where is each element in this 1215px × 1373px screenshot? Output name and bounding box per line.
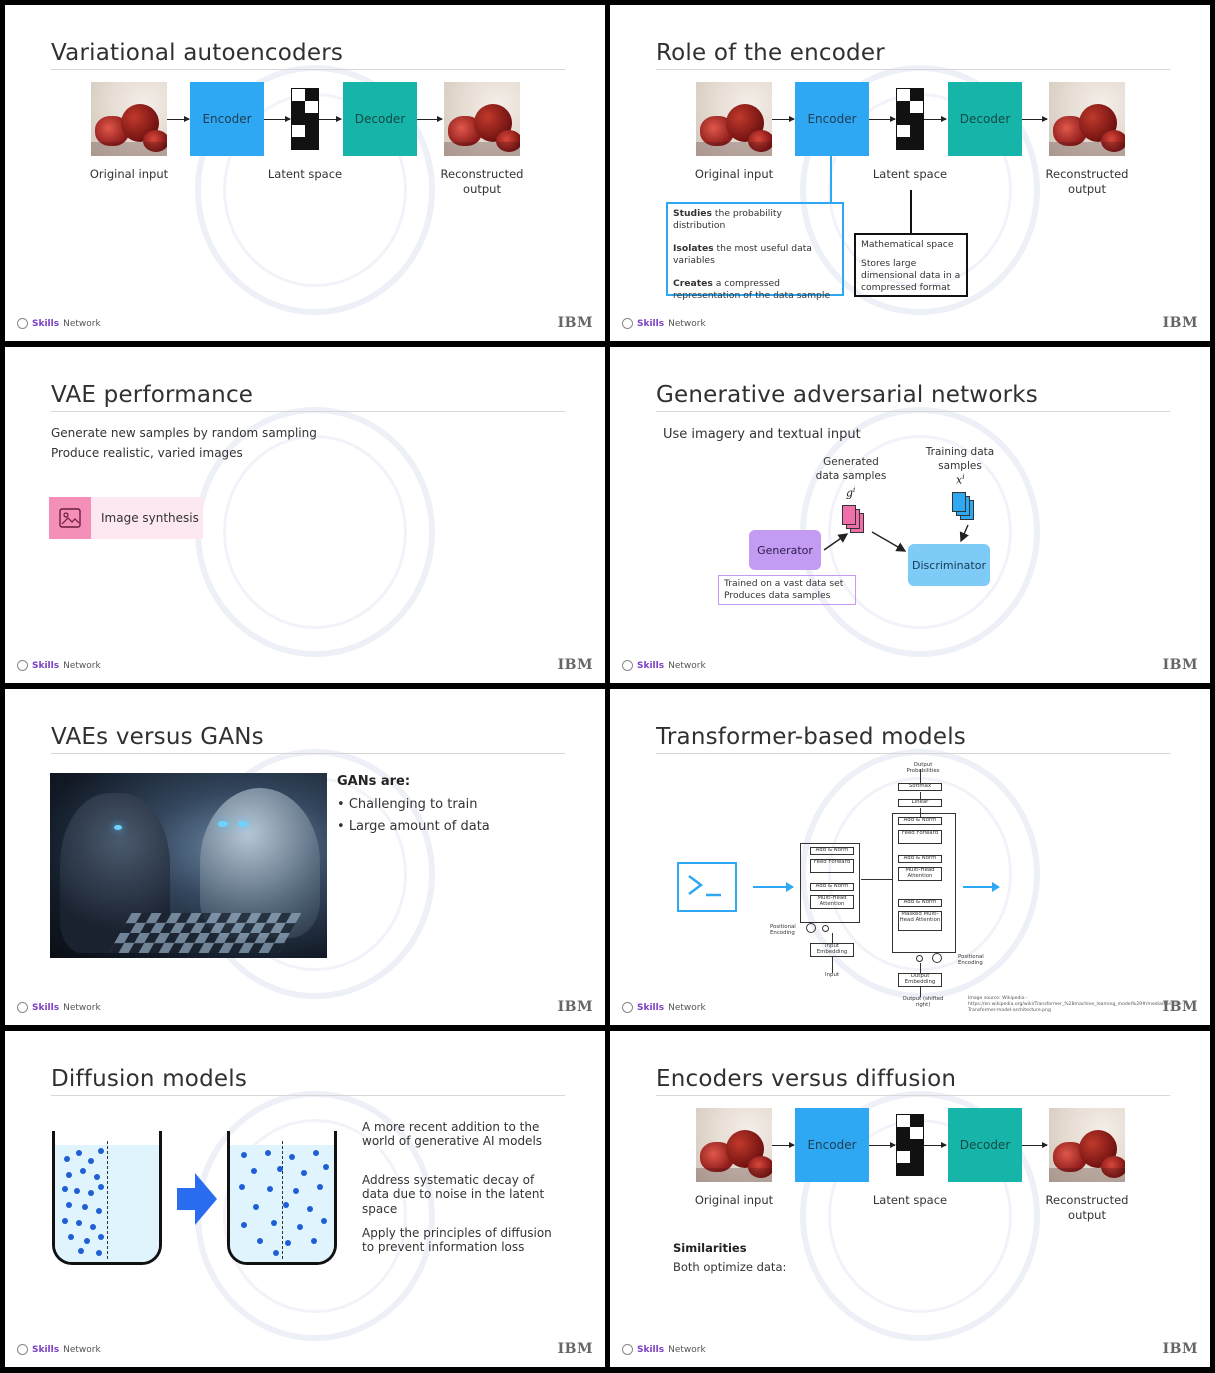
- reconstructed-output-image: [1049, 1108, 1125, 1182]
- slide-role-of-encoder[interactable]: Role of the encoder Encoder Decoder Orig…: [610, 5, 1210, 341]
- encoder-block: Encoder: [190, 82, 264, 156]
- skills-network-icon: [17, 1002, 28, 1013]
- bullet: Generate new samples by random sampling: [51, 426, 317, 440]
- ibm-logo: IBM: [1162, 999, 1198, 1015]
- transformer-architecture: Output Probabilities Softmax Linear Add …: [770, 762, 984, 1008]
- image-icon: [49, 497, 91, 539]
- reconstructed-output-label: Reconstructed output: [1045, 1193, 1129, 1222]
- gans-bullet: • Large amount of data: [337, 819, 490, 834]
- latent-space-grid: [896, 1114, 924, 1176]
- ibm-logo: IBM: [1162, 1341, 1198, 1357]
- encoder-connector: [830, 156, 832, 202]
- image-synthesis-label: Image synthesis: [101, 511, 199, 525]
- skills-network-icon: [17, 1344, 28, 1355]
- robots-chess-image: [50, 773, 327, 958]
- skills-network-icon: [622, 318, 633, 329]
- similarities-heading: Similarities: [673, 1241, 747, 1255]
- slide-title: Variational autoencoders: [51, 40, 344, 66]
- reconstructed-output-image: [1049, 82, 1125, 156]
- generated-samples-label: Generated data samples: [815, 456, 887, 482]
- diffusion-point: A more recent addition to the world of g…: [362, 1120, 543, 1149]
- slide-gan[interactable]: Generative adversarial networks Use imag…: [610, 347, 1210, 683]
- skills-network-icon: [622, 1002, 633, 1013]
- output-arrow: [963, 886, 993, 888]
- ibm-logo: IBM: [557, 657, 593, 673]
- generator-note: Trained on a vast data set Produces data…: [718, 575, 856, 605]
- original-input-image: [696, 82, 772, 156]
- latent-space-grid: [896, 88, 924, 150]
- discriminator-block: Discriminator: [908, 544, 990, 586]
- skills-network-icon: [622, 1344, 633, 1355]
- arrow: [319, 116, 342, 122]
- reconstructed-output-label: Reconstructed output: [1045, 167, 1129, 196]
- diffusion-arrow-icon: [177, 1173, 217, 1229]
- image-source-note: Image source: Wikipedia -https://en.wiki…: [968, 996, 1183, 1013]
- arrow: [417, 116, 443, 122]
- slide-transformer-models[interactable]: Transformer-based models Output Probabil…: [610, 689, 1210, 1025]
- slide-title: Encoders versus diffusion: [656, 1066, 957, 1092]
- latent-space-label: Latent space: [267, 167, 343, 181]
- input-arrow: [753, 886, 787, 888]
- latent-space-label: Latent space: [872, 167, 948, 181]
- gans-heading: GANs are:: [337, 774, 411, 789]
- slide-title: VAE performance: [51, 382, 254, 408]
- bullet: Produce realistic, varied images: [51, 446, 243, 460]
- latent-space-box: Mathematical space Stores large dimensio…: [854, 233, 968, 297]
- decoder-block: Decoder: [948, 1108, 1022, 1182]
- g-label: gi: [846, 486, 856, 500]
- slide-diffusion-models[interactable]: Diffusion models: [5, 1031, 605, 1367]
- title-rule: [51, 69, 565, 70]
- original-input-label: Original input: [694, 1193, 774, 1207]
- encoder-block: Encoder: [795, 1108, 869, 1182]
- beaker-after: [227, 1131, 337, 1265]
- skills-network-icon: [17, 318, 28, 329]
- slide-title: Role of the encoder: [656, 40, 885, 66]
- encoder-block: Encoder: [795, 82, 869, 156]
- slide-subtitle: Use imagery and textual input: [663, 427, 861, 442]
- slide-vaes-vs-gans[interactable]: VAEs versus GANs GANs are: • Challenging…: [5, 689, 605, 1025]
- slide-vae-performance[interactable]: VAE performance Generate new samples by …: [5, 347, 605, 683]
- original-input-label: Original input: [89, 167, 169, 181]
- ibm-logo: IBM: [557, 999, 593, 1015]
- slide-encoders-vs-diffusion[interactable]: Encoders versus diffusion Encoder Decode…: [610, 1031, 1210, 1367]
- gan-flow-arrows: [823, 524, 969, 552]
- ibm-logo: IBM: [557, 315, 593, 331]
- original-input-label: Original input: [694, 167, 774, 181]
- beaker-before: [52, 1131, 162, 1265]
- reconstructed-output-image: [444, 82, 520, 156]
- original-input-image: [91, 82, 167, 156]
- ibm-logo: IBM: [1162, 657, 1198, 673]
- skills-network-icon: [622, 660, 633, 671]
- slide-variational-autoencoders[interactable]: Variational autoencoders Encoder Decoder…: [5, 5, 605, 341]
- slide-title: VAEs versus GANs: [51, 724, 264, 750]
- arrow: [167, 116, 190, 122]
- slide-title: Transformer-based models: [656, 724, 966, 750]
- watermark: [195, 65, 435, 315]
- latent-space-label: Latent space: [872, 1193, 948, 1207]
- encoder-roles-box: Studies the probability distribution Iso…: [666, 202, 844, 301]
- gans-bullet: • Challenging to train: [337, 797, 478, 812]
- skills-network-icon: [17, 660, 28, 671]
- similarities-text: Both optimize data:: [673, 1260, 787, 1274]
- slide-title: Diffusion models: [51, 1066, 248, 1092]
- decoder-block: Decoder: [948, 82, 1022, 156]
- latent-connector: [910, 190, 912, 234]
- slide-title: Generative adversarial networks: [656, 382, 1038, 408]
- diffusion-point: Apply the principles of diffusion to pre…: [362, 1226, 552, 1255]
- latent-space-grid: [291, 88, 319, 150]
- image-synthesis-card: Image synthesis: [49, 497, 203, 539]
- training-samples-label: Training data samples: [925, 446, 995, 472]
- ibm-logo: IBM: [557, 1341, 593, 1357]
- terminal-icon: [677, 862, 737, 912]
- x-label: xi: [956, 473, 965, 487]
- original-input-image: [696, 1108, 772, 1182]
- reconstructed-output-label: Reconstructed output: [440, 167, 524, 196]
- decoder-block: Decoder: [343, 82, 417, 156]
- arrow: [264, 116, 291, 122]
- ibm-logo: IBM: [1162, 315, 1198, 331]
- diffusion-point: Address systematic decay of data due to …: [362, 1173, 545, 1216]
- generator-block: Generator: [749, 530, 821, 570]
